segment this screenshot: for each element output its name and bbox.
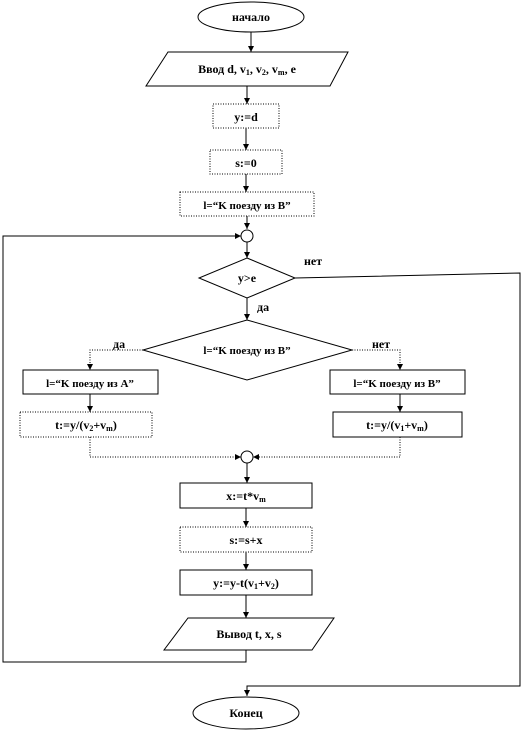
process-y-assign: y:=y-t(v1+v2) (179, 569, 313, 596)
output-block: Вывод t, x, s (163, 617, 335, 651)
t-right-label: t:=y/(v1+vm) (366, 418, 428, 433)
cond-y-label: y>e (238, 271, 257, 285)
process-t-right: t:=y/(v1+vm) (332, 411, 463, 438)
process-y-init: y:=d (212, 103, 280, 129)
output-label: Вывод t, x, s (216, 627, 281, 641)
s-init-label: s:=0 (235, 156, 257, 170)
cond-l-label: l=“K поезду из B” (203, 345, 290, 357)
process-x-assign: x:=t*vm (179, 482, 313, 509)
end-label: Конец (229, 706, 262, 720)
decision-y-gt-e: y>e (197, 257, 297, 299)
process-s-assign: s:=s+x (179, 526, 313, 553)
t-left-label: t:=y/(v2+vm) (55, 418, 117, 433)
input-block: Ввод d, v1, v2, vm, e (145, 51, 349, 87)
merge-right-line (253, 437, 401, 460)
y-init-label: y:=d (234, 110, 258, 124)
merge-connector (240, 450, 254, 464)
end-terminal: Конец (192, 696, 300, 730)
yes-label-mid: да (257, 300, 269, 314)
y-assign-label: y:=y-t(v1+v2) (213, 576, 279, 591)
l-init-label: l=“K поезду из B” (203, 200, 290, 212)
no-label-top: нет (304, 254, 322, 268)
no-label-right: нет (372, 337, 390, 351)
x-assign-label: x:=t*vm (226, 489, 266, 504)
left-assign-label: l=“K поезду из A” (46, 378, 134, 390)
loop-connector (240, 229, 254, 243)
start-terminal: начало (197, 1, 305, 33)
input-label: Ввод d, v1, v2, vm, e (198, 62, 296, 77)
yes-branch-line (87, 349, 143, 370)
process-l-init: l=“K поезду из B” (179, 191, 315, 217)
right-assign-label: l=“K поезду из B” (353, 378, 440, 390)
process-left-assign: l=“K поезду из A” (22, 369, 159, 395)
exit-loop-line (244, 272, 521, 696)
s-assign-label: s:=s+x (229, 533, 262, 547)
process-t-left: t:=y/(v2+vm) (19, 411, 153, 438)
no-branch-line (352, 349, 403, 370)
process-s-init: s:=0 (209, 149, 283, 175)
start-label: начало (232, 10, 270, 24)
process-right-assign: l=“K поезду из B” (329, 369, 466, 395)
merge-left-line (89, 437, 241, 460)
loop-back-line (2, 233, 247, 663)
yes-label-left: да (113, 337, 125, 351)
decision-l-check: l=“K поезду из B” (141, 319, 354, 381)
